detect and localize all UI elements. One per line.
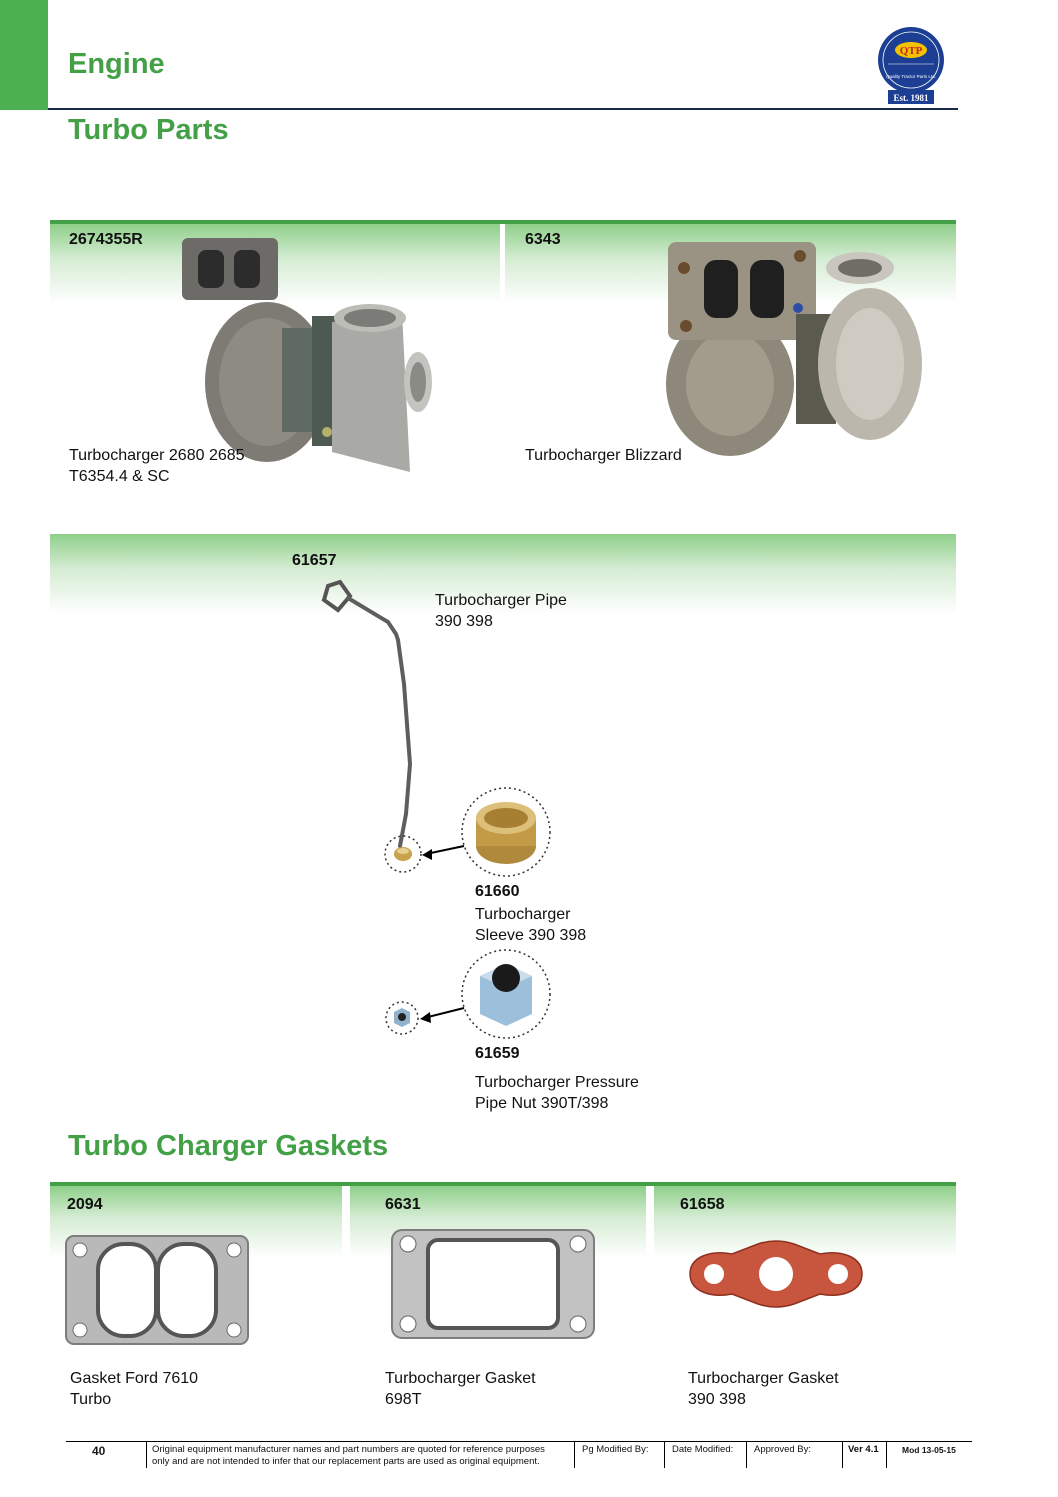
description-line: Pipe Nut 390T/398 bbox=[475, 1095, 609, 1112]
part-number: 2094 bbox=[67, 1196, 103, 1213]
product-description: Turbocharger Pipe 390 398 bbox=[435, 590, 567, 632]
product-description: Gasket Ford 7610 Turbo bbox=[70, 1368, 198, 1410]
version-label: Ver 4.1 bbox=[848, 1444, 879, 1455]
svg-text:Est. 1981: Est. 1981 bbox=[893, 93, 929, 103]
section-title: Turbo Charger Gaskets bbox=[68, 1130, 389, 1162]
product-description: Turbocharger Gasket 698T bbox=[385, 1368, 536, 1410]
disclaimer-line: only and are not intended to infer that … bbox=[152, 1456, 540, 1467]
product-description: Turbocharger Pressure Pipe Nut 390T/398 bbox=[475, 1072, 639, 1114]
company-logo: QTP Quality Tractor Parts Ltd. Est. 1981 bbox=[876, 26, 946, 106]
footer-divider bbox=[842, 1442, 843, 1468]
footer-divider bbox=[664, 1442, 665, 1468]
gasket-image bbox=[388, 1226, 598, 1342]
description-line: Gasket Ford 7610 bbox=[70, 1370, 199, 1387]
pipe-section-bg bbox=[50, 534, 956, 634]
footer-divider bbox=[746, 1442, 747, 1468]
gasket-image bbox=[62, 1232, 252, 1348]
mod-date-label: Mod 13-05-15 bbox=[902, 1445, 956, 1455]
footer-rule bbox=[66, 1441, 972, 1442]
turbocharger-image bbox=[172, 232, 444, 488]
page-title: Turbo Parts bbox=[68, 114, 229, 146]
footer-divider bbox=[574, 1442, 575, 1468]
gaskets-top-bar bbox=[50, 1182, 956, 1186]
product-description: Turbocharger 2680 2685 T6354.4 & SC bbox=[69, 445, 245, 487]
description-line: Sleeve 390 398 bbox=[475, 927, 587, 944]
section-heading: Engine bbox=[68, 48, 165, 80]
product-description: Turbocharger Sleeve 390 398 bbox=[475, 904, 586, 946]
part-number: 6631 bbox=[385, 1196, 421, 1213]
disclaimer-line: Original equipment manufacturer names an… bbox=[152, 1444, 545, 1455]
description-line: 698T bbox=[385, 1391, 422, 1408]
description-line: Turbocharger Pressure bbox=[475, 1074, 639, 1091]
product-description: Turbocharger Gasket 390 398 bbox=[688, 1368, 839, 1410]
part-number: 6343 bbox=[525, 231, 561, 248]
description-line: Turbocharger Pipe bbox=[435, 592, 567, 609]
footer-divider bbox=[886, 1442, 887, 1468]
page-number: 40 bbox=[92, 1444, 106, 1458]
approved-by-label: Approved By: bbox=[754, 1444, 812, 1455]
section-color-tab bbox=[0, 0, 48, 110]
product-description: Turbocharger Blizzard bbox=[525, 445, 682, 466]
description-line: Turbocharger 2680 2685 bbox=[69, 447, 245, 464]
description-line: Turbocharger Gasket bbox=[688, 1370, 839, 1387]
gasket-image bbox=[684, 1238, 868, 1310]
part-number: 2674355R bbox=[69, 231, 143, 248]
description-line: 390 398 bbox=[435, 613, 493, 630]
description-line: Turbo bbox=[70, 1391, 112, 1408]
footer-divider bbox=[146, 1442, 147, 1468]
pg-modified-by-label: Pg Modified By: bbox=[582, 1444, 649, 1455]
svg-text:Quality Tractor Parts Ltd.: Quality Tractor Parts Ltd. bbox=[886, 74, 936, 79]
description-line: 390 398 bbox=[688, 1391, 746, 1408]
footer-disclaimer: Original equipment manufacturer names an… bbox=[152, 1444, 572, 1468]
description-line: T6354.4 & SC bbox=[69, 468, 170, 485]
description-line: Turbocharger Blizzard bbox=[525, 447, 682, 464]
part-number: 61660 bbox=[475, 883, 520, 900]
part-number: 61657 bbox=[292, 552, 337, 569]
header-divider bbox=[48, 108, 958, 110]
pipe-assembly-diagram bbox=[300, 574, 580, 1054]
turbocharger-image bbox=[660, 234, 922, 460]
date-modified-label: Date Modified: bbox=[672, 1444, 734, 1455]
description-line: Turbocharger bbox=[475, 906, 571, 923]
products-top-bar bbox=[50, 220, 956, 224]
card-gap bbox=[501, 224, 505, 324]
description-line: Turbocharger Gasket bbox=[385, 1370, 536, 1387]
svg-text:QTP: QTP bbox=[900, 45, 923, 57]
part-number: 61658 bbox=[680, 1196, 725, 1213]
part-number: 61659 bbox=[475, 1045, 520, 1062]
